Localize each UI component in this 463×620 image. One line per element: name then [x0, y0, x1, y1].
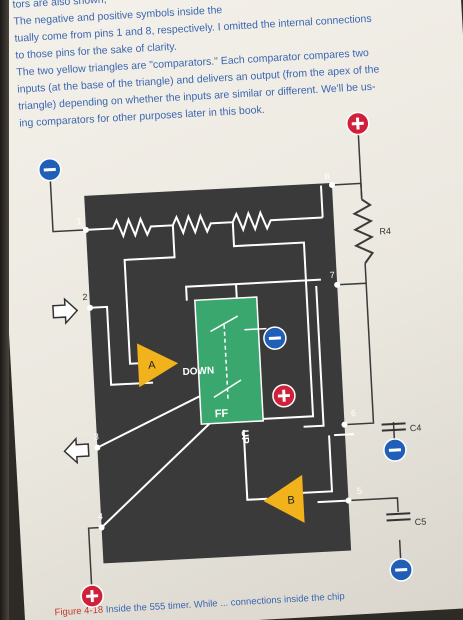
c4-label: C4: [410, 423, 422, 434]
input-arrow-icon: [52, 297, 79, 325]
pin-2: 2: [82, 292, 88, 302]
c5-plate-bottom: [386, 518, 411, 522]
output-arrow-icon: [63, 436, 90, 465]
down-label: DOWN: [182, 365, 214, 378]
comparator-b: [263, 474, 305, 523]
plus-sign-v: [282, 389, 286, 402]
c5-plate-top: [386, 512, 411, 516]
flip-flop-block: [194, 296, 265, 425]
comparator-a: [136, 343, 179, 388]
plus-sign-v: [355, 117, 360, 130]
comparator-a-label: A: [148, 359, 157, 371]
pin-3: 3: [94, 432, 100, 442]
minus-sign-glyph: [395, 568, 408, 572]
plus-sign-v: [90, 589, 94, 603]
minus-sign-glyph: [388, 448, 401, 452]
internal-resistors: [85, 185, 355, 529]
minus-sign-glyph: [43, 167, 56, 172]
resistor-r4: [352, 198, 375, 264]
c4-plate-top: [381, 422, 406, 426]
flip-flop-switches: [210, 315, 267, 401]
c4-plate-bottom: [381, 428, 406, 432]
pin-5: 5: [357, 486, 363, 496]
pin-8: 8: [324, 171, 330, 181]
up-label: UP: [239, 430, 251, 445]
pin-1: 1: [76, 216, 82, 226]
c5-label: C5: [414, 516, 426, 527]
pin-4: 4: [98, 511, 104, 521]
external-wires: [49, 133, 402, 587]
comparator-b-label: B: [287, 494, 295, 506]
page-edge-shadow: [0, 0, 9, 620]
pin-7: 7: [329, 270, 335, 280]
ff-label: FF: [214, 408, 228, 421]
pin-dots: [82, 181, 352, 531]
r4-label: R4: [379, 226, 391, 237]
pin-6: 6: [351, 408, 357, 418]
minus-sign-glyph: [268, 336, 281, 340]
